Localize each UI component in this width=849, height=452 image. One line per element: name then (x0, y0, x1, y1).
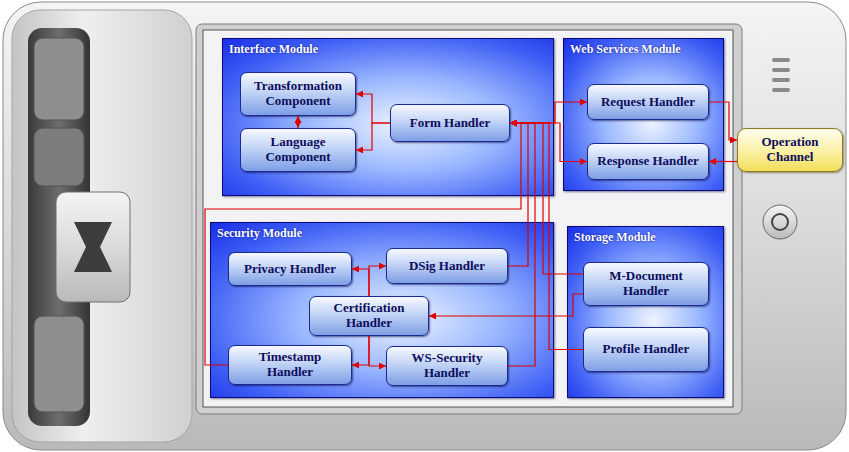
component-box: Transformation Component (240, 72, 356, 116)
handler-box: Certification Handler (309, 296, 429, 336)
handler-box: Timestamp Handler (228, 345, 352, 385)
handler-box: WS-Security Handler (386, 346, 508, 386)
box-label: Timestamp Handler (235, 350, 345, 380)
box-label: Privacy Handler (244, 262, 336, 277)
module-title: Security Module (211, 223, 308, 243)
connector-line (510, 123, 587, 162)
pad-center (74, 222, 112, 272)
box-label: M-Document Handler (590, 269, 702, 299)
hardware-key (34, 316, 84, 412)
connector-line (508, 123, 535, 366)
box-label: Transformation Component (247, 79, 349, 109)
handler-box: Request Handler (587, 84, 709, 120)
module-panel: Interface ModuleTransformation Component… (222, 38, 554, 196)
box-label: Form Handler (410, 116, 491, 131)
component-box: Language Component (240, 128, 356, 172)
screen-frame (196, 24, 742, 414)
handler-box: Form Handler (390, 104, 510, 142)
connector-line (369, 336, 386, 366)
speaker-slot (772, 78, 790, 82)
connector-line (297, 116, 298, 128)
module-title: Interface Module (223, 39, 324, 59)
connector-line (510, 102, 587, 123)
hardware-key (34, 38, 84, 120)
box-label: WS-Security Handler (393, 351, 501, 381)
hardware-key (34, 128, 84, 186)
speaker-slot (772, 58, 790, 62)
device-grip (12, 10, 192, 442)
connector-line (429, 294, 583, 316)
connector-line (356, 94, 390, 123)
connector-line (709, 161, 737, 162)
box-label: DSig Handler (409, 259, 485, 274)
module-title: Storage Module (568, 227, 662, 247)
speaker-slot (772, 68, 790, 72)
button-symbol (772, 214, 788, 230)
connector-line (352, 269, 369, 296)
handler-box: DSig Handler (386, 248, 508, 284)
connector-line (508, 123, 528, 266)
connector-line (510, 123, 583, 350)
connector-line (369, 266, 386, 296)
module-title: Web Services Module (564, 39, 687, 59)
speaker-slot (772, 88, 790, 92)
box-label: Certification Handler (316, 301, 422, 331)
connector-line (205, 123, 521, 365)
module-panel: Storage ModuleM-Document HandlerProfile … (567, 226, 724, 398)
side-button (763, 205, 797, 239)
handler-box: Profile Handler (583, 327, 709, 372)
module-panel: Web Services ModuleRequest HandlerRespon… (563, 38, 724, 191)
navigation-pad (56, 192, 130, 302)
box-label: Language Component (247, 135, 349, 165)
box-label: Profile Handler (603, 342, 690, 357)
module-panel: Security ModulePrivacy Handler DSig Handl… (210, 222, 554, 398)
screen (203, 30, 733, 407)
connector-line (352, 336, 369, 365)
device-body (3, 2, 846, 450)
box-label: Response Handler (597, 154, 698, 169)
box-label: Request Handler (601, 95, 695, 110)
box-label: Operation Channel (744, 135, 836, 165)
handler-box: M-Document Handler (583, 262, 709, 306)
handler-box: Response Handler (587, 143, 709, 180)
handler-box: Privacy Handler (228, 252, 352, 286)
connector-line (356, 123, 390, 150)
channel-box: Operation Channel (737, 128, 843, 172)
connector-line (709, 102, 737, 140)
connector-line (510, 123, 583, 274)
